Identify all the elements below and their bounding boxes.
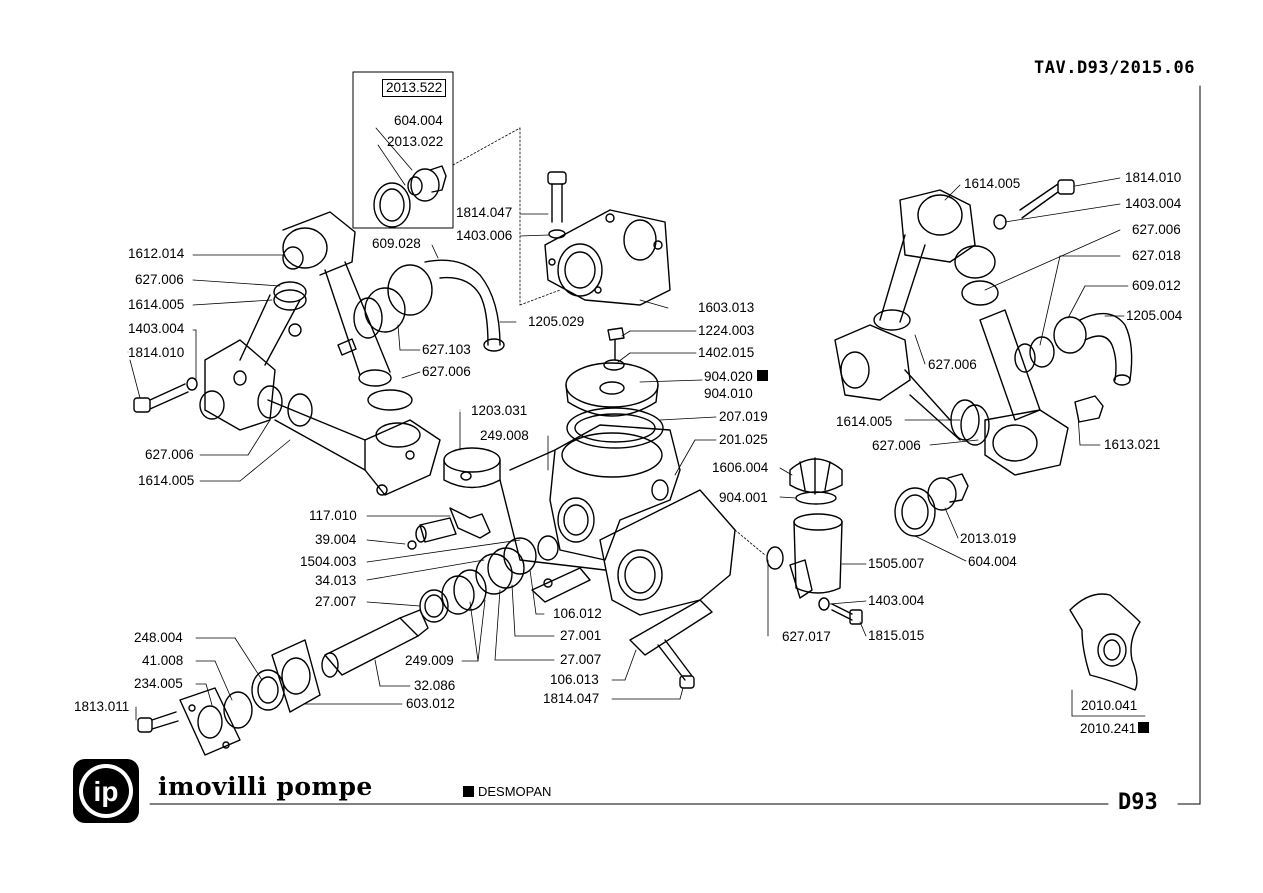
part-label-39-004: 39.004 [315,532,357,547]
part-label-1612-014: 1612.014 [128,246,185,261]
part-label-249-008: 249.008 [480,428,529,443]
part-label-1504-003: 1504.003 [300,554,357,569]
part-label-1603-013: 1603.013 [698,300,755,315]
part-label-603-012: 603.012 [406,696,455,711]
part-label-627-006: 627.006 [872,438,921,453]
part-label-1403-006: 1403.006 [456,228,513,243]
part-label-627-006: 627.006 [145,447,194,462]
part-label-248-004: 248.004 [134,630,183,645]
part-label-1814-047: 1814.047 [456,205,513,220]
part-label-1614-005: 1614.005 [128,297,185,312]
part-label-234-005: 234.005 [134,676,183,691]
part-label-1203-031: 1203.031 [471,403,528,418]
part-label-904-020-text: 904.020 [704,369,753,384]
part-label-2010-241: 2010.241 [1080,721,1150,737]
legend-square-icon [463,786,474,797]
sheet-code: D93 [1118,790,1158,815]
material-legend: DESMOPAN [463,784,551,799]
legend-label: DESMOPAN [478,784,552,799]
part-label-27-007: 27.007 [315,594,357,609]
part-label-106-012: 106.012 [553,606,602,621]
part-label-2013-522: 2013.522 [382,79,447,97]
part-label-609-012: 609.012 [1132,278,1181,293]
part-label-27-007: 27.007 [560,652,602,667]
part-label-27-001: 27.001 [560,628,602,643]
part-label-41-008: 41.008 [142,653,184,668]
part-label-207-019: 207.019 [719,409,768,424]
part-label-1403-004: 1403.004 [1125,196,1182,211]
part-label-1403-004: 1403.004 [868,593,925,608]
part-label-627-006: 627.006 [422,364,471,379]
part-label-627-018: 627.018 [1132,248,1181,263]
part-label-1205-029: 1205.029 [528,314,585,329]
part-label-627-006: 627.006 [135,272,184,287]
part-label-1814-047: 1814.047 [543,691,600,706]
imovilli-pompe-logo: ip [73,759,139,823]
logo-letters: ip [94,776,119,807]
part-label-1813-011: 1813.011 [74,699,130,714]
part-label-627-006: 627.006 [1132,222,1181,237]
part-label-904-001: 904.001 [719,490,768,505]
part-label-1613-021: 1613.021 [1104,437,1161,452]
part-label-1614-005: 1614.005 [138,473,195,488]
document-code: TAV.D93/2015.06 [1034,58,1196,78]
part-label-904-020: 904.020 [704,369,768,385]
part-label-1403-004: 1403.004 [128,321,185,336]
part-label-2010-241-text: 2010.241 [1080,721,1137,736]
brand-name: imovilli pompe [158,772,373,801]
desmopan-mark-icon [1138,722,1150,733]
part-label-604-004: 604.004 [968,554,1017,569]
part-label-627-006: 627.006 [928,357,977,372]
part-label-627-017: 627.017 [782,629,831,644]
part-label-609-028: 609.028 [372,236,421,251]
part-label-1505-007: 1505.007 [868,556,925,571]
part-label-1606-004: 1606.004 [712,460,769,475]
part-label-1814-010: 1814.010 [1125,170,1182,185]
part-label-1614-005: 1614.005 [964,176,1021,191]
part-label-249-009: 249.009 [405,653,454,668]
part-label-1815-015: 1815.015 [868,628,925,643]
part-label-1224-003: 1224.003 [698,323,755,338]
part-label-2013-022: 2013.022 [387,134,444,149]
part-label-34-013: 34.013 [315,573,357,588]
part-label-2010-041: 2010.041 [1081,698,1138,713]
part-label-1614-005: 1614.005 [836,414,893,429]
part-label-1205-004: 1205.004 [1126,308,1183,323]
desmopan-mark-icon [756,370,768,381]
part-label-117-010: 117.010 [309,508,357,523]
part-label-904-010: 904.010 [704,386,753,401]
part-label-1402-015: 1402.015 [698,345,755,360]
part-label-627-103: 627.103 [422,342,471,357]
part-label-2013-019: 2013.019 [960,531,1017,546]
part-label-32-086: 32.086 [414,678,456,693]
part-label-106-013: 106.013 [550,672,599,687]
part-label-201-025: 201.025 [719,432,768,447]
part-label-1814-010: 1814.010 [128,345,185,360]
part-label-604-004: 604.004 [394,113,443,128]
